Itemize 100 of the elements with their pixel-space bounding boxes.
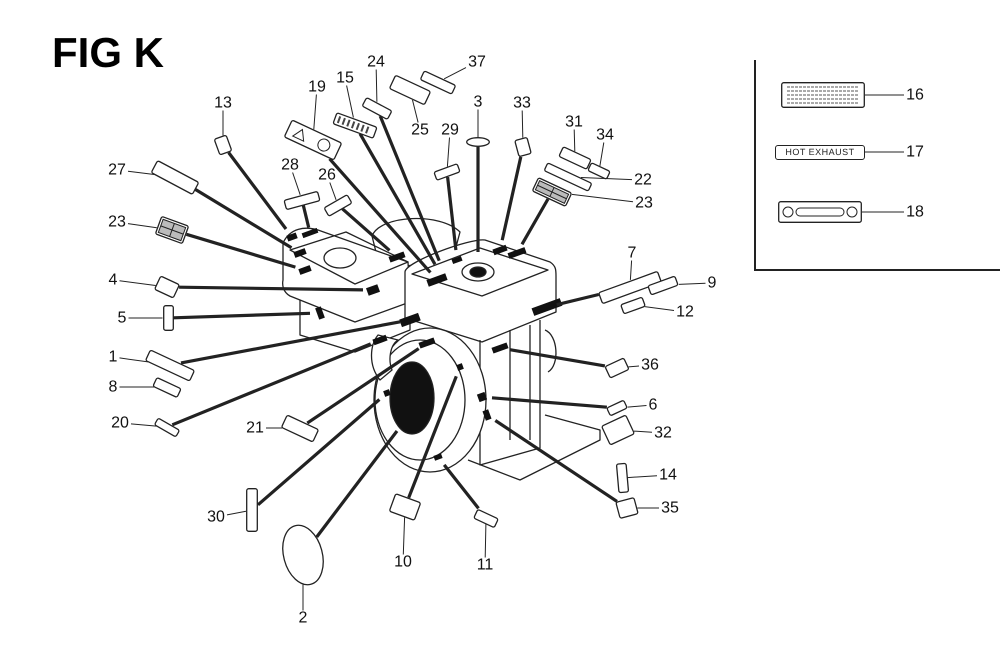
leader-line <box>522 110 524 138</box>
callout-number: 37 <box>467 54 487 70</box>
leader-line <box>444 67 466 80</box>
callout-number: 12 <box>675 304 695 320</box>
callout-number: 31 <box>564 114 584 130</box>
decal <box>332 111 378 139</box>
callout-number: 17 <box>905 144 925 160</box>
leader-line <box>442 464 480 510</box>
callout-number: 10 <box>393 554 413 570</box>
leader-line <box>256 398 380 506</box>
leader-line <box>376 69 378 102</box>
leader-line <box>580 177 632 180</box>
leader-line <box>378 115 441 262</box>
callout-number: 3 <box>472 94 484 110</box>
leader-line <box>328 158 432 274</box>
callout-number: 22 <box>633 172 653 188</box>
leader-line <box>302 204 310 228</box>
leader-line <box>678 282 706 285</box>
decal <box>514 136 532 158</box>
callout-number: 23 <box>634 194 654 212</box>
decal <box>781 82 865 108</box>
leader-line <box>628 366 640 368</box>
leader-line <box>574 129 576 152</box>
callout-number: 11 <box>476 556 494 574</box>
leader-line <box>633 430 652 433</box>
callout-number: 5 <box>116 310 128 326</box>
callout-number: 32 <box>653 424 673 442</box>
leader-line <box>186 232 296 269</box>
callout-number: 27 <box>107 162 127 178</box>
leader-line <box>446 137 450 167</box>
leader-line <box>446 176 458 250</box>
callout-number: 15 <box>335 70 355 86</box>
callout-number: 26 <box>317 166 337 184</box>
leader-line <box>173 312 310 320</box>
leader-line <box>494 419 618 503</box>
callout-number: 30 <box>206 508 226 526</box>
decal <box>647 274 679 296</box>
decal <box>323 193 353 217</box>
leader-line <box>627 405 647 408</box>
leader-line <box>500 156 522 241</box>
leader-line <box>313 94 317 130</box>
callout-number: 9 <box>706 274 718 292</box>
leader-line <box>644 306 674 311</box>
callout-number: 20 <box>110 414 130 432</box>
decal <box>606 399 628 417</box>
leader-line <box>179 286 364 292</box>
callout-number: 25 <box>410 122 430 138</box>
callout-number: 16 <box>905 86 925 104</box>
leader-line <box>119 386 154 388</box>
decal <box>246 488 258 532</box>
decal <box>615 462 629 494</box>
callout-number: 19 <box>307 78 327 96</box>
leader-line <box>194 188 292 250</box>
leader-line <box>599 142 604 166</box>
leader-line <box>510 348 606 368</box>
leader-line <box>292 172 301 196</box>
leader-line <box>520 198 550 246</box>
callout-number: 23 <box>107 214 127 230</box>
leader-line <box>571 194 634 202</box>
leader-line <box>222 110 224 136</box>
leader-line <box>226 510 246 516</box>
decal <box>213 134 233 156</box>
figure-title: FIG K <box>52 30 164 76</box>
leader-line <box>180 320 400 364</box>
callout-number: 8 <box>108 378 118 396</box>
callout-number: 33 <box>512 94 532 112</box>
callout-number: 7 <box>626 244 638 262</box>
decal <box>586 162 612 180</box>
callout-number: 21 <box>245 420 265 436</box>
leader-line <box>302 584 304 611</box>
decal <box>620 296 646 314</box>
leader-line <box>412 100 419 123</box>
leader-line <box>227 152 288 230</box>
decal <box>162 305 174 331</box>
callout-number: 1 <box>108 348 118 366</box>
leader-line <box>864 94 904 96</box>
callout-number: 18 <box>905 204 925 220</box>
leader-line <box>407 376 458 498</box>
leader-line <box>358 132 436 266</box>
leader-line <box>484 524 486 558</box>
leader-line <box>627 475 658 478</box>
callout-number: 29 <box>440 122 460 138</box>
leader-line <box>630 260 632 280</box>
leader-line <box>172 342 372 426</box>
leader-line <box>128 170 155 175</box>
decal <box>283 190 321 210</box>
callout-number: 35 <box>660 500 680 516</box>
leader-line <box>128 223 158 228</box>
callout-number: 2 <box>298 610 308 626</box>
decal <box>615 496 639 520</box>
leader-line <box>119 357 148 362</box>
callout-number: 4 <box>108 272 118 288</box>
leader-line <box>402 517 406 555</box>
leader-line <box>329 182 337 200</box>
callout-number: 34 <box>595 126 615 144</box>
leader-line <box>556 292 600 306</box>
leader-line <box>346 85 354 118</box>
leader-line <box>492 396 608 409</box>
callout-number: 36 <box>640 356 660 374</box>
decal <box>466 137 490 147</box>
